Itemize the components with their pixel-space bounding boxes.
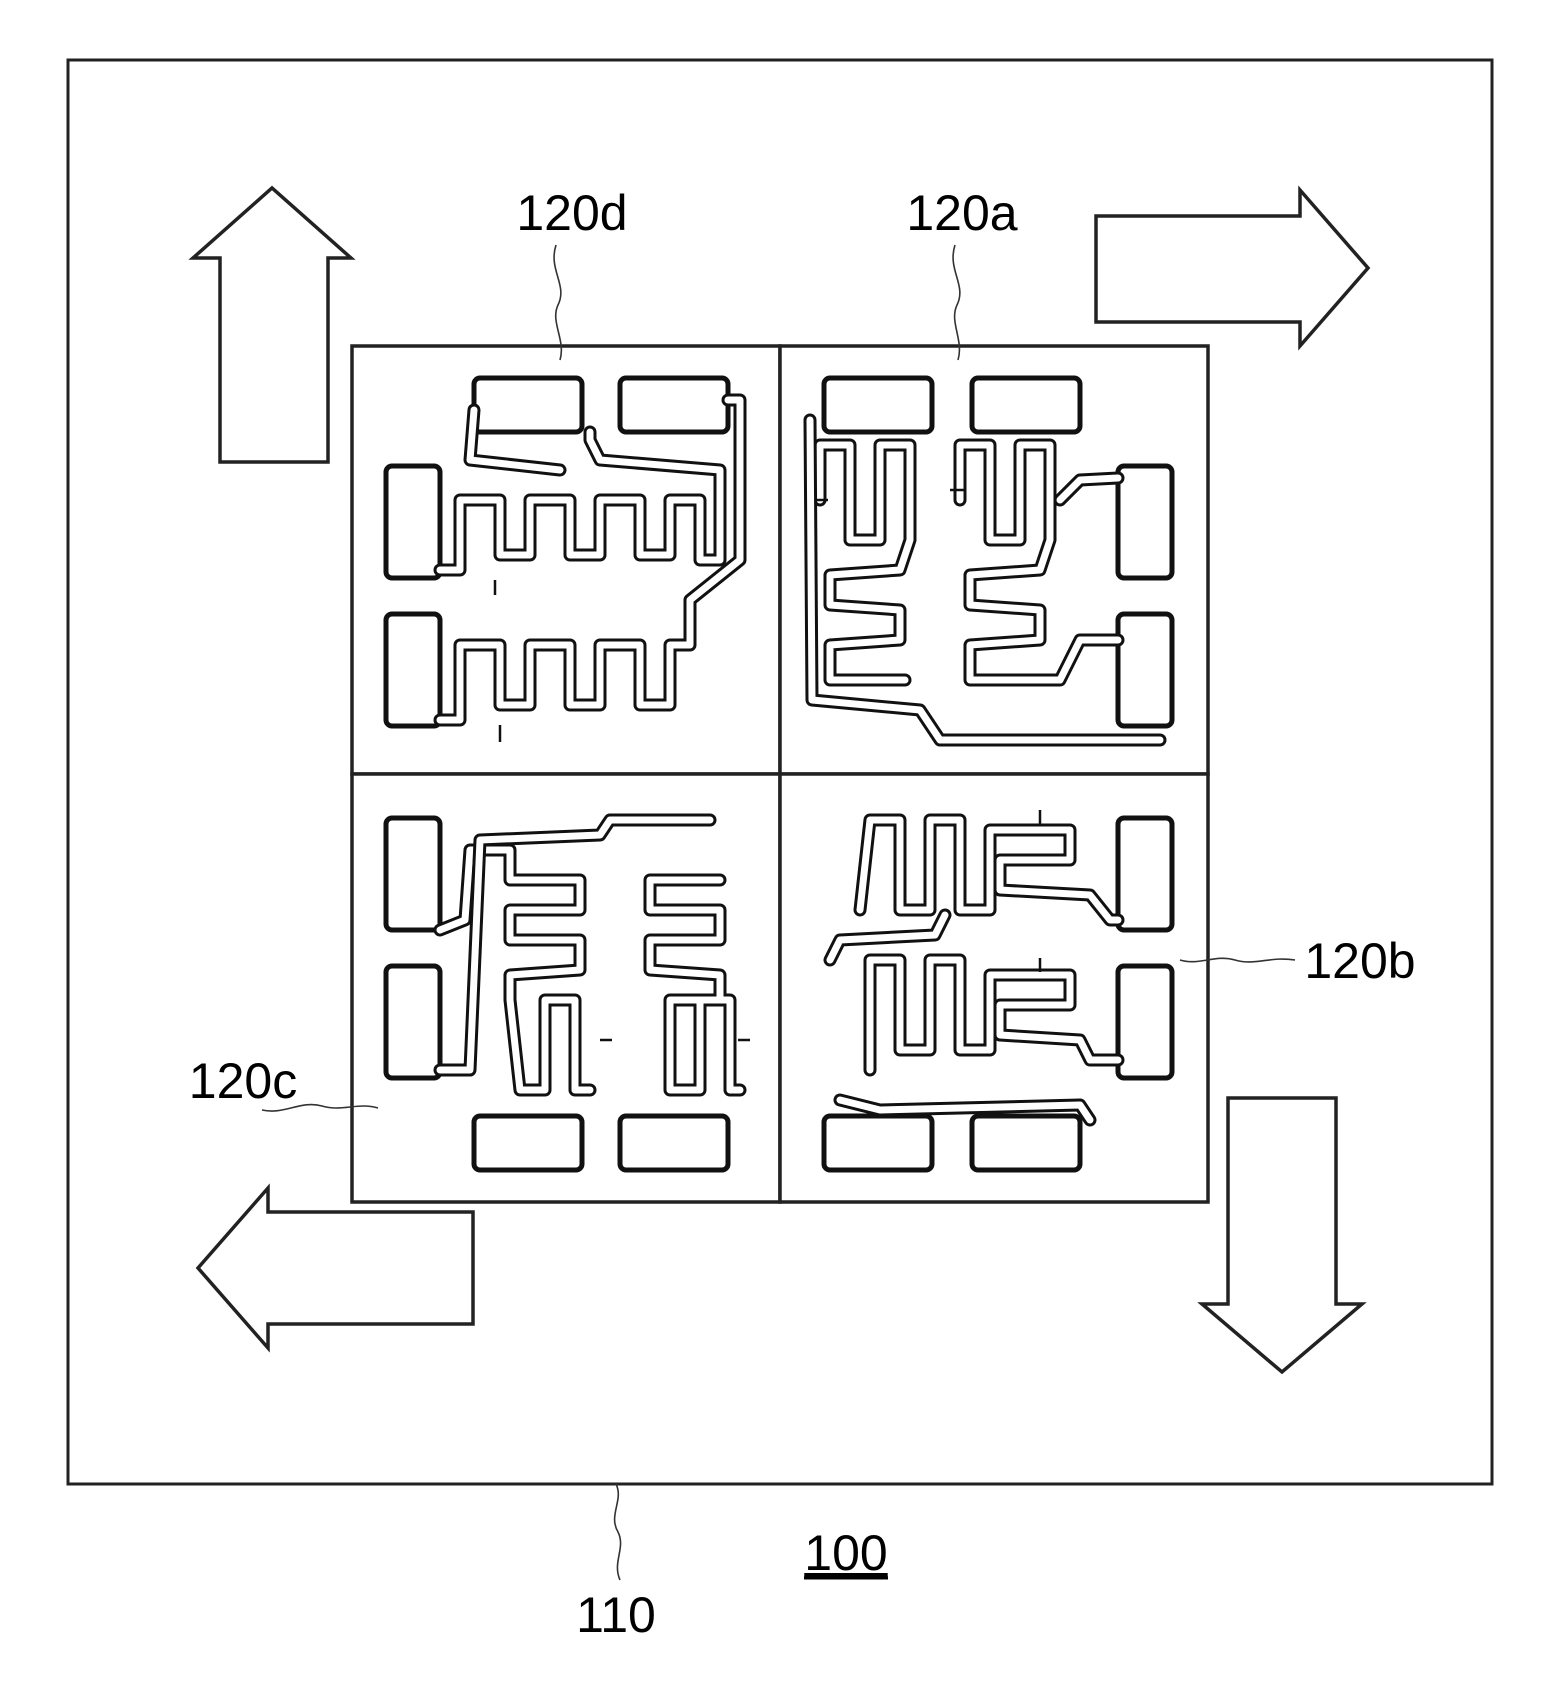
electrode-pad xyxy=(824,1116,932,1170)
electrode-pad xyxy=(972,1116,1080,1170)
electrode-pad xyxy=(386,818,440,930)
electrode-pad xyxy=(386,614,440,726)
electrode-pad xyxy=(620,1116,728,1170)
leader-120d xyxy=(554,245,561,360)
electrode-pad xyxy=(1118,966,1172,1078)
label-120a: 120a xyxy=(906,185,1017,241)
arrow-up xyxy=(193,188,351,462)
label-120c: 120c xyxy=(189,1053,297,1109)
electrode-pad xyxy=(386,966,440,1078)
arrow-down xyxy=(1202,1098,1362,1372)
label-120d: 120d xyxy=(516,185,627,241)
electrode-pad xyxy=(474,1116,582,1170)
leader-110 xyxy=(615,1484,621,1580)
electrode-pad xyxy=(1118,614,1172,726)
electrode-pad xyxy=(1118,818,1172,930)
electrode-pad xyxy=(474,378,582,432)
electrode-pad xyxy=(824,378,932,432)
electrode-pad xyxy=(1118,466,1172,578)
arrow-right xyxy=(1096,190,1368,346)
arrow-left xyxy=(198,1188,473,1348)
leader-120a xyxy=(953,245,960,360)
label-110: 110 xyxy=(576,1587,656,1643)
electrode-pad xyxy=(972,378,1080,432)
electrode-pad xyxy=(386,466,440,578)
label-120b: 120b xyxy=(1304,933,1415,989)
figure-number: 100 xyxy=(804,1525,887,1581)
electrode-pad xyxy=(620,378,728,432)
